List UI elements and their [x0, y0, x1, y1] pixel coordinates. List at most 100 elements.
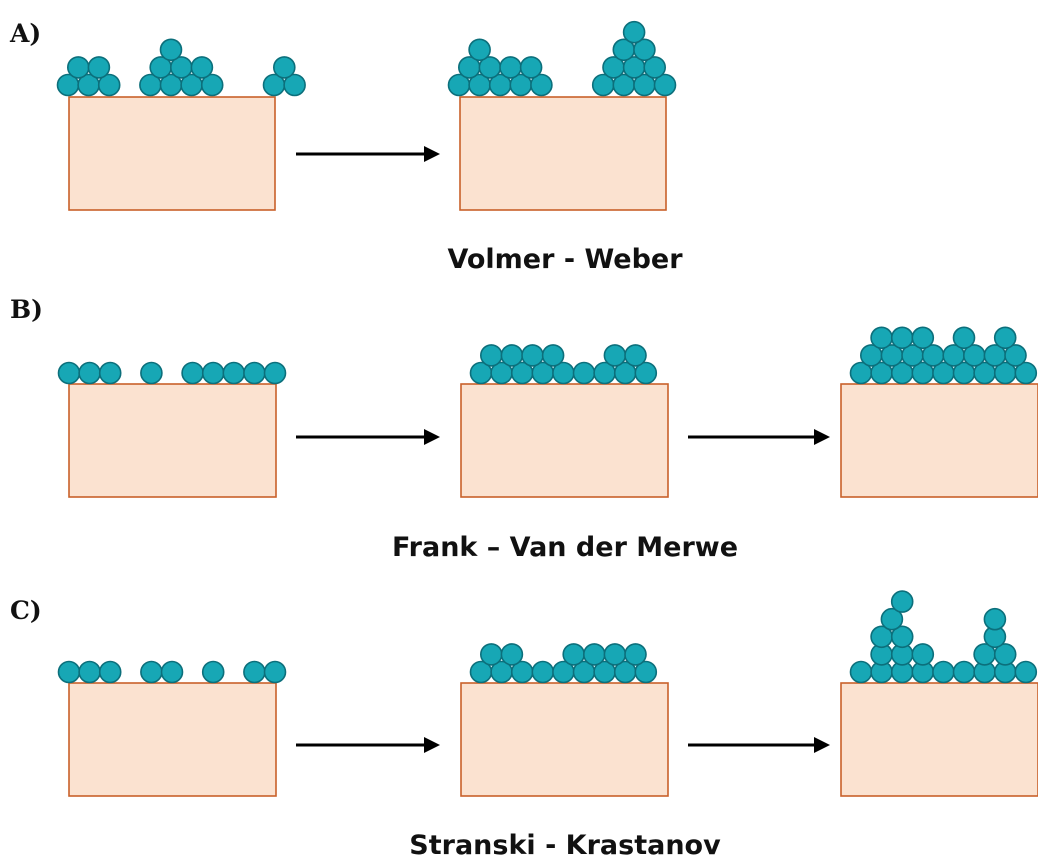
atom	[263, 361, 287, 385]
atom	[624, 344, 647, 367]
panel-c-stage-3	[840, 590, 1038, 797]
atom	[890, 590, 914, 613]
atom	[582, 643, 606, 666]
atom	[57, 361, 81, 385]
panel-c-stage-1	[57, 660, 287, 797]
atom	[531, 660, 555, 684]
atom	[653, 73, 677, 97]
substrate-block	[459, 96, 667, 211]
atom	[932, 660, 955, 684]
atom	[993, 326, 1017, 350]
atom	[880, 607, 904, 631]
growth-arrow	[688, 429, 830, 445]
atom	[519, 56, 543, 79]
atom	[870, 326, 893, 350]
atom	[272, 56, 296, 79]
atom	[468, 38, 491, 62]
atom	[983, 607, 1007, 631]
atom	[530, 73, 553, 97]
substrate-block	[460, 682, 669, 797]
adsorbed-atoms	[57, 361, 287, 385]
atom	[222, 361, 246, 385]
atom	[160, 660, 184, 684]
atom	[201, 361, 225, 385]
atom	[1014, 361, 1038, 385]
atom	[87, 56, 111, 79]
atom	[952, 326, 976, 350]
atom	[624, 643, 647, 666]
atom	[263, 660, 287, 684]
atom	[499, 56, 522, 79]
atom	[200, 73, 224, 97]
panel-c-stage-2	[460, 643, 669, 797]
substrate-block	[460, 383, 669, 498]
adsorbed-atoms	[447, 20, 677, 97]
atom	[98, 660, 122, 684]
atom	[622, 20, 646, 44]
panel-letter-a: A)	[9, 19, 41, 48]
atom	[911, 326, 935, 350]
atom	[98, 361, 122, 385]
atom	[634, 660, 658, 684]
atom	[993, 643, 1017, 666]
atom	[562, 643, 586, 666]
growth-mode-name-a: Volmer - Weber	[447, 244, 683, 275]
growth-arrow	[296, 146, 440, 162]
atom	[500, 643, 524, 666]
growth-mode-name-b: Frank – Van der Merwe	[392, 532, 738, 563]
atom	[890, 625, 914, 649]
atom	[140, 361, 163, 385]
adsorbed-atoms	[849, 326, 1038, 385]
atom	[541, 344, 565, 367]
atom	[890, 326, 914, 350]
panel-letter-b: B)	[10, 295, 43, 324]
adsorbed-atoms	[469, 344, 658, 385]
growth-arrow	[688, 737, 830, 753]
panel-letter-c: C)	[10, 596, 42, 625]
growth-mode-name-c: Stranski - Krastanov	[409, 830, 721, 856]
atom	[159, 38, 183, 62]
growth-arrow	[296, 429, 440, 445]
atom	[97, 73, 121, 97]
substrate-block	[68, 96, 276, 211]
atom	[67, 56, 90, 79]
adsorbed-atoms	[56, 38, 306, 97]
atom	[1014, 660, 1038, 684]
atom	[201, 660, 225, 684]
atom	[521, 344, 544, 367]
atom	[479, 643, 503, 666]
atom	[243, 361, 266, 385]
substrate-block	[68, 383, 277, 498]
atom	[952, 660, 976, 684]
atom	[643, 56, 667, 79]
atom	[634, 361, 658, 385]
atom	[57, 660, 81, 684]
panel-b-stage-1	[57, 361, 287, 498]
substrate-block	[840, 682, 1038, 797]
atom	[243, 660, 266, 684]
panel-b-stage-2	[460, 344, 669, 498]
adsorbed-atoms	[849, 590, 1038, 684]
atom	[1004, 344, 1027, 367]
atom	[78, 361, 101, 385]
panel-a: A) Volmer - Weber	[9, 19, 683, 275]
atom	[190, 56, 214, 79]
growth-arrow	[296, 737, 440, 753]
panel-a-stage-2	[447, 20, 677, 211]
atom	[140, 660, 163, 684]
atom	[181, 361, 204, 385]
panel-b-stage-3	[840, 326, 1038, 498]
panel-b: B) Frank – Van der Merwe	[10, 295, 1038, 563]
panel-a-stage-1	[56, 38, 306, 211]
atom	[572, 361, 596, 385]
atom	[603, 643, 627, 666]
substrate-block	[840, 383, 1038, 498]
atom	[78, 660, 101, 684]
adsorbed-atoms	[469, 643, 658, 684]
atom	[911, 643, 935, 666]
atom	[849, 660, 873, 684]
panel-c: C) Stranski - Krastanov	[10, 590, 1038, 856]
atom	[479, 344, 503, 367]
atom	[500, 344, 524, 367]
